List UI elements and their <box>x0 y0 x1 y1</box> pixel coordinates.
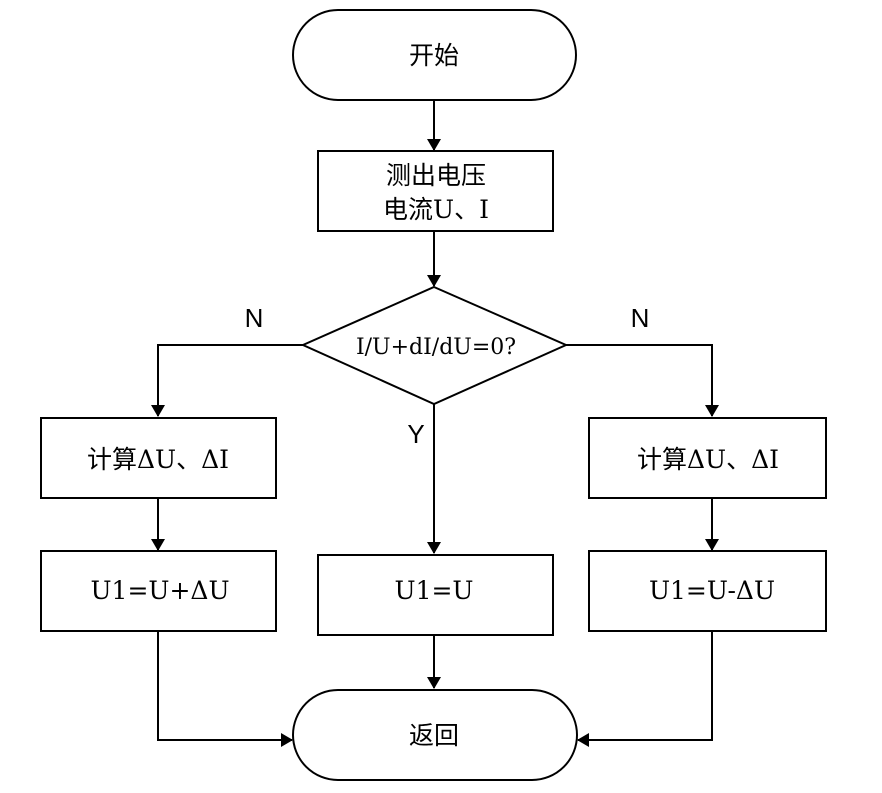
calc-right-label: 计算ΔU、ΔI <box>637 445 779 474</box>
update-left-box <box>40 550 277 632</box>
connector-left-end <box>157 631 293 747</box>
branch-label-left: N <box>245 303 264 333</box>
measure-label-line2: 电流U、I <box>383 195 489 224</box>
start-label: 开始 <box>409 41 459 70</box>
measure-process-box <box>317 150 554 232</box>
calc-right-box <box>588 417 827 499</box>
branch-label-right: N <box>631 303 650 333</box>
update-right-label: U1=U-ΔU <box>649 576 775 605</box>
measure-label-line1: 测出电压 <box>386 161 486 190</box>
end-terminal <box>292 689 578 781</box>
connector-decision-left <box>151 344 303 417</box>
connector-right-end <box>577 631 713 747</box>
update-right-box <box>588 550 827 632</box>
update-middle-label: U1=U <box>395 576 474 605</box>
decision-label: I/U+dI/dU=0? <box>356 335 516 360</box>
end-label: 返回 <box>409 721 459 750</box>
update-left-label: U1=U+ΔU <box>90 576 229 605</box>
connector-decision-right <box>566 344 719 417</box>
update-middle-box <box>317 554 554 636</box>
branch-label-down: Y <box>407 419 424 449</box>
calc-left-label: 计算ΔU、ΔI <box>87 445 229 474</box>
